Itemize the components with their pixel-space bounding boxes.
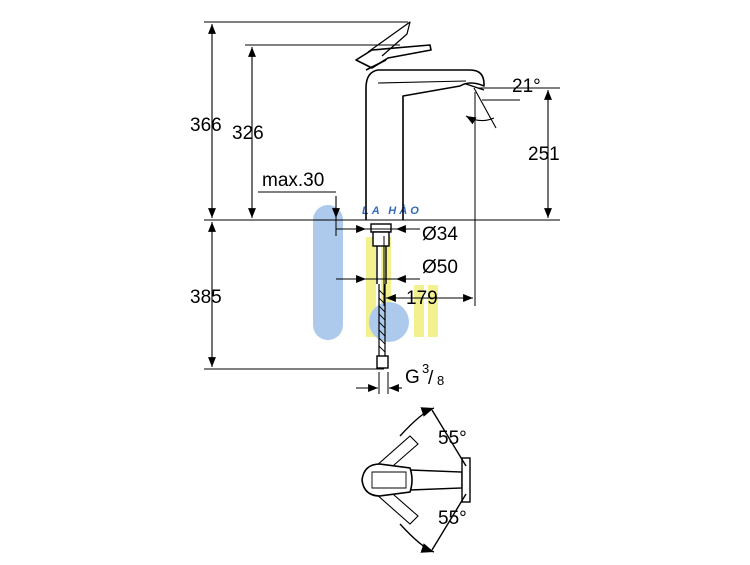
angle-21-axis bbox=[473, 87, 497, 129]
label-g-slash: / bbox=[428, 368, 434, 389]
faucet-lever-base bbox=[365, 59, 387, 71]
mounting-assembly bbox=[370, 223, 392, 369]
faucet-aerator bbox=[465, 83, 485, 91]
watermark-blue-dot bbox=[369, 302, 409, 342]
watermark-logo: LA HÀO bbox=[313, 204, 438, 342]
supply-hose bbox=[378, 284, 386, 364]
label-21-deg: 21° bbox=[512, 76, 541, 97]
faucet-body bbox=[355, 21, 485, 220]
label-dia-50: Ø50 bbox=[422, 257, 458, 278]
watermark-yellow-bar-1 bbox=[366, 237, 376, 337]
faucet-column bbox=[365, 69, 485, 220]
supply-hose-fitting bbox=[376, 355, 389, 369]
watermark-blue-bar bbox=[313, 205, 343, 340]
top-view-spout bbox=[409, 469, 463, 491]
top-view-lever-inner bbox=[371, 471, 407, 489]
watermark-text: LA HÀO bbox=[362, 204, 422, 217]
rotation-guide-bottom bbox=[431, 493, 467, 551]
faucet-lever bbox=[355, 44, 432, 69]
mounting-nut bbox=[372, 231, 390, 247]
label-rotation-bottom: 55° bbox=[438, 508, 467, 529]
rotation-arc-bottom bbox=[399, 523, 435, 553]
supply-hose-braid bbox=[378, 289, 386, 353]
label-g: G bbox=[405, 367, 420, 388]
dimension-arrows bbox=[208, 24, 552, 392]
watermark-yellow-bar-2 bbox=[381, 237, 391, 337]
label-385: 385 bbox=[190, 287, 222, 308]
label-326: 326 bbox=[232, 123, 264, 144]
top-view-aerator bbox=[461, 457, 471, 503]
rotation-labels: 55° 55° bbox=[438, 428, 467, 529]
rotation-guide-top bbox=[431, 409, 467, 467]
watermark-yellow-bar-3 bbox=[414, 285, 424, 337]
label-251: 251 bbox=[528, 144, 560, 165]
top-view-lever bbox=[361, 463, 413, 497]
label-rotation-top: 55° bbox=[438, 428, 467, 449]
dimension-labels: 366 326 max.30 21° 251 Ø34 Ø50 179 385 G… bbox=[190, 76, 560, 389]
top-view bbox=[361, 407, 471, 553]
mounting-nut-top bbox=[370, 223, 392, 233]
label-g-den: 8 bbox=[437, 373, 444, 388]
watermark-yellow-bar-4 bbox=[428, 285, 438, 337]
label-g-num: 3 bbox=[422, 361, 429, 376]
label-max30: max.30 bbox=[262, 170, 324, 191]
angle-21-arc bbox=[465, 115, 495, 125]
faucet-spout-underline bbox=[377, 80, 467, 84]
label-dia-34: Ø34 bbox=[422, 224, 458, 245]
rotation-arc-top bbox=[399, 407, 435, 437]
label-179: 179 bbox=[406, 288, 438, 309]
label-366: 366 bbox=[190, 115, 222, 136]
